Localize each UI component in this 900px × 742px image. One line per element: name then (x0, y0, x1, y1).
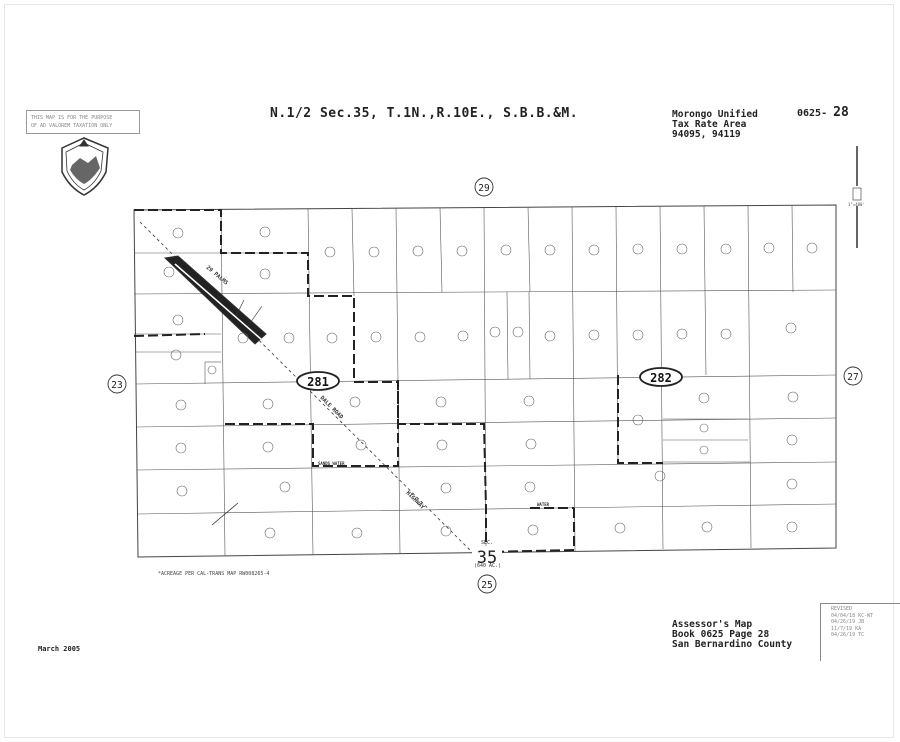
road-label: HIGHWAY (405, 490, 426, 511)
revised-date: 04/26/19 JB (831, 619, 865, 625)
map-date: March 2005 (38, 645, 81, 653)
map-frame (4, 4, 894, 738)
section-label: SEC. (481, 540, 493, 546)
adjacent-section-east-label: 27 (847, 372, 858, 383)
adjacent-section-south-label: 25 (481, 580, 492, 591)
assessor-title: Assessor's Map (672, 619, 753, 630)
block-markers (296, 367, 683, 391)
map-number: 0625- 28 (797, 105, 849, 120)
road-label: SANDS WATER (318, 461, 345, 466)
map-number-book: 0625 (797, 108, 822, 119)
block-282-label: 282 (650, 371, 672, 385)
disclaimer-line: OF AD VALOREM TAXATION ONLY (31, 123, 113, 129)
tax-rate-area-codes: 94095, 94119 (672, 129, 741, 140)
block-282-oval (639, 367, 683, 387)
revised-date: 04/26/19 TC (831, 632, 865, 638)
adjacent-section-north-label: 29 (478, 183, 490, 194)
north-arrow-icon (852, 146, 862, 248)
disclaimer-box: THIS MAP IS FOR THE PURPOSE OF AD VALORE… (26, 110, 140, 134)
revision-block: REVISED 04/04/18 KC-WT 04/26/19 JB 11/7/… (820, 603, 900, 661)
adjacent-section-markers (107, 177, 863, 594)
adjacent-section-north (474, 177, 494, 197)
block-281-label: 281 (307, 375, 329, 389)
assessor-book-page: Book 0625 Page 28 (672, 629, 770, 640)
acreage-note: *ACREAGE PER CAL-TRANS MAP RW008265-4 (158, 571, 270, 577)
map-number-page: 28 (833, 105, 849, 120)
parcel-lines (133, 204, 837, 557)
adjacent-section-west (107, 374, 127, 394)
map-title: N.1/2 Sec.35, T.1N.,R.10E., S.B.B.&M. (270, 106, 579, 121)
road-label: WATER (537, 502, 550, 507)
tax-rate-boundary (133, 209, 663, 553)
district-name: Morongo Unified (672, 109, 758, 120)
section-acreage: (640 AC.) (474, 563, 502, 569)
assessor-block: Assessor's Map Book 0625 Page 28 San Ber… (672, 620, 792, 650)
revised-date: 11/7/19 KA (831, 625, 862, 632)
revised-date: 04/04/18 KC-WT (831, 612, 874, 619)
parcel-markers (163, 226, 818, 539)
disclaimer-line: THIS MAP IS FOR THE PURPOSE (31, 115, 113, 121)
tax-rate-area-block: Morongo Unified Tax Rate Area 94095, 941… (672, 110, 758, 140)
adjacent-section-south (477, 574, 497, 594)
road-label: DALE ROAD (319, 395, 345, 421)
north-arrow-scale: 1"=400' (848, 202, 865, 207)
adjacent-section-east (843, 366, 863, 386)
block-281-oval (296, 371, 340, 391)
county-seal-icon (61, 137, 109, 196)
revised-label: REVISED (831, 606, 853, 612)
tax-rate-area-label: Tax Rate Area (672, 119, 747, 130)
assessor-county: San Bernardino County (672, 639, 793, 650)
adjacent-section-west-label: 23 (111, 380, 122, 391)
section-number: 35 (477, 548, 497, 568)
